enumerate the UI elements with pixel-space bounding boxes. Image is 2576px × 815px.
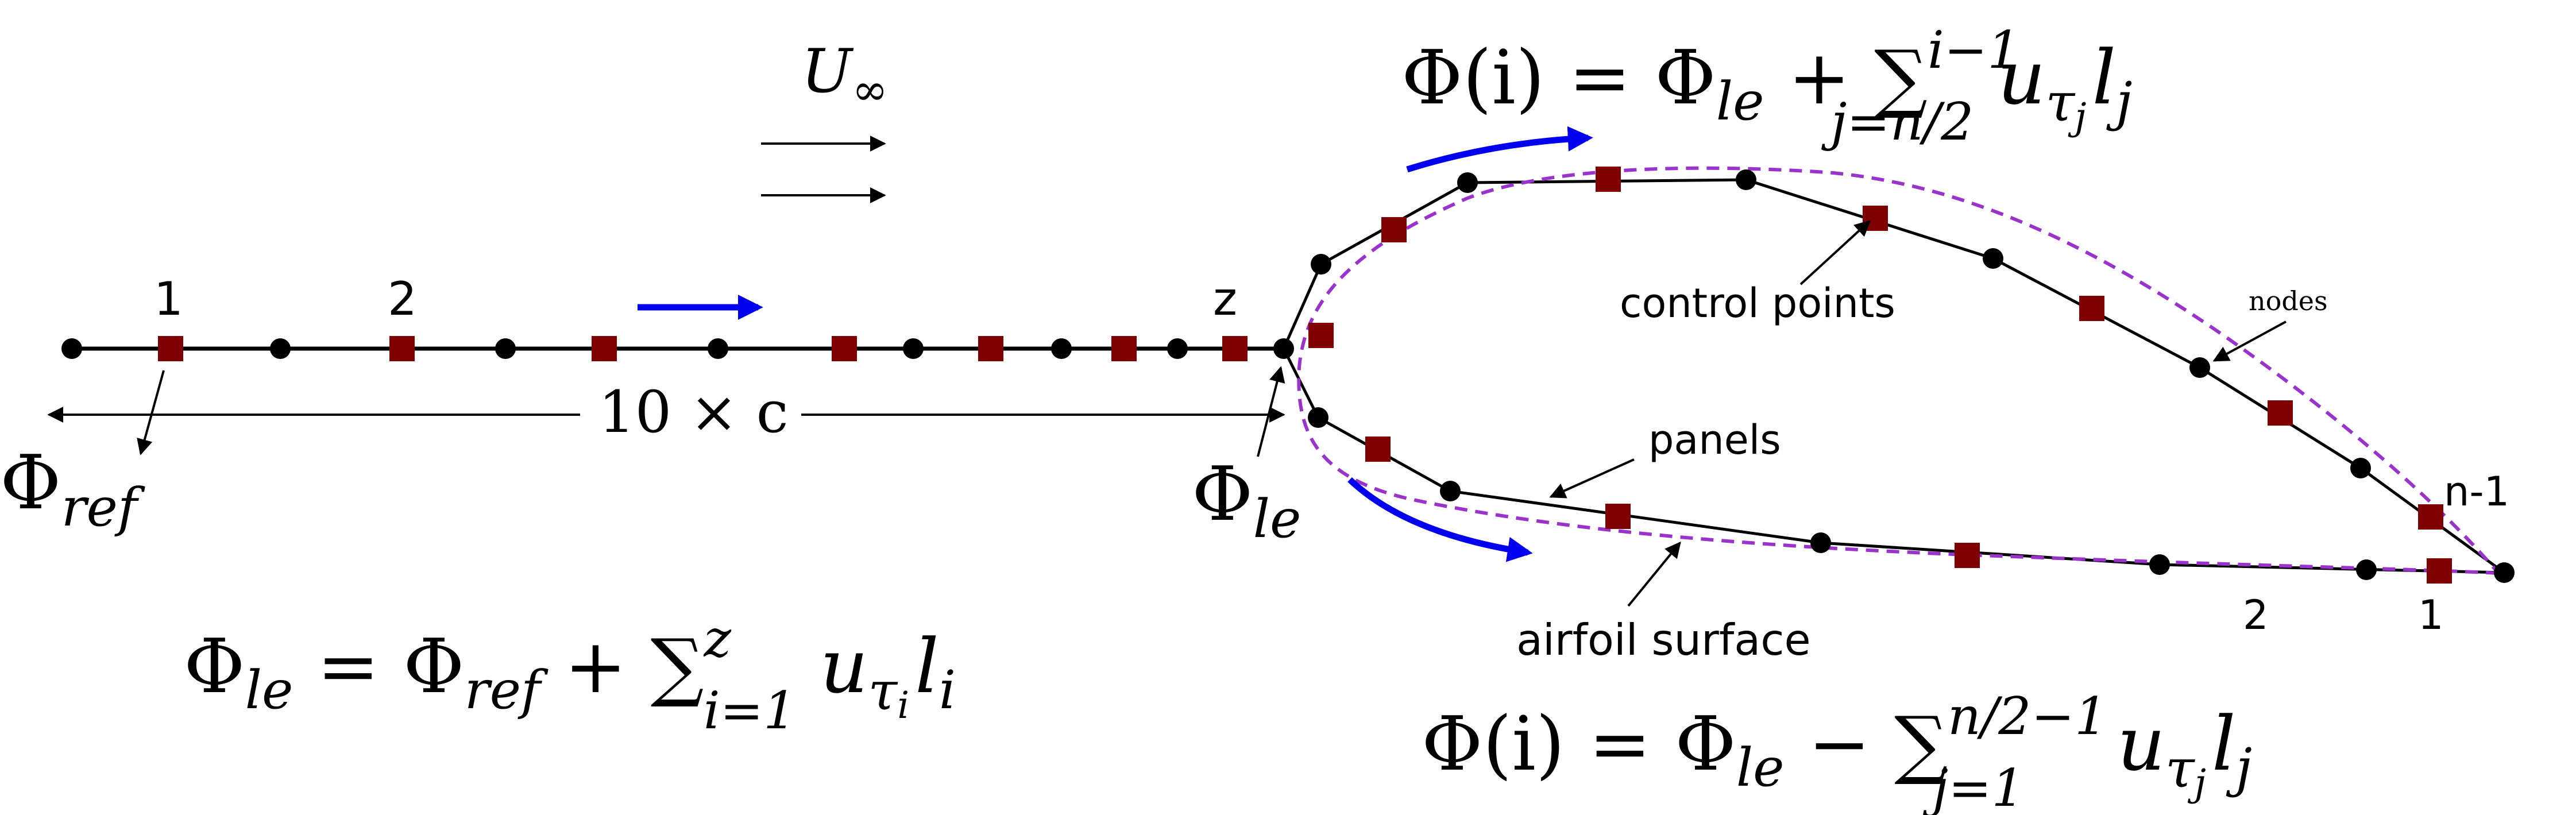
airfoil-surface-label: airfoil surface xyxy=(1516,615,1811,665)
wake-control-point xyxy=(592,336,617,361)
wake-control-points xyxy=(158,336,1248,361)
airfoil-control-point xyxy=(2079,296,2104,321)
phi-ref-pointer xyxy=(137,370,165,455)
wake-node xyxy=(708,338,728,359)
upper-flow-arrow xyxy=(1406,126,1593,173)
airfoil-control-point xyxy=(1605,504,1631,529)
wake-control-point xyxy=(158,336,183,361)
wake-node-label-1: 1 xyxy=(154,272,183,326)
phi-le-label: Φle xyxy=(1192,450,1301,550)
wake-node xyxy=(1051,338,1072,359)
control-points-pointer xyxy=(1799,220,1871,285)
airfoil-node xyxy=(2494,562,2515,583)
wake-node xyxy=(270,338,291,359)
lower-flow-arrow xyxy=(1347,477,1533,562)
airfoil-control-point xyxy=(1308,323,1334,348)
airfoil-node xyxy=(1810,532,1831,553)
wake-control-point xyxy=(832,336,857,361)
panels-label: panels xyxy=(1648,416,1781,463)
airfoil-nodes xyxy=(1308,169,2515,583)
wake-control-point xyxy=(1111,336,1137,361)
airfoil-node xyxy=(1308,407,1328,428)
phi-le-pointer xyxy=(1257,366,1285,457)
te-lower-label-1: 1 xyxy=(2418,592,2444,639)
airfoil-surface-dashed xyxy=(1297,166,2502,575)
airfoil-node xyxy=(2356,559,2377,580)
airfoil-control-point xyxy=(2418,504,2443,530)
phi-ref-label: Φref xyxy=(0,439,145,538)
airfoil-panels xyxy=(1282,178,2509,574)
wake-control-point xyxy=(978,336,1003,361)
wake-control-point xyxy=(389,336,415,361)
airfoil-control-point xyxy=(1596,167,1621,192)
control-points-label: control points xyxy=(1620,280,1895,327)
airfoil-control-point xyxy=(1381,217,1407,242)
wake-node xyxy=(61,338,82,359)
airfoil-node xyxy=(2189,357,2210,378)
airfoil-node xyxy=(1440,481,1461,501)
freestream-label: U∞ xyxy=(801,36,888,115)
te-lower-label-2: 2 xyxy=(2243,592,2269,639)
wake-node-label-2: 2 xyxy=(388,272,417,326)
wake-node xyxy=(903,338,924,359)
airfoil-node xyxy=(2149,554,2170,575)
nodes-label: nodes xyxy=(2249,285,2328,316)
airfoil-control-point xyxy=(2427,558,2452,584)
wake-node xyxy=(495,338,516,359)
airfoil-control-point xyxy=(1955,543,1980,568)
wake-control-point xyxy=(1222,336,1248,361)
panels-pointer xyxy=(1549,458,1635,499)
wake-nodes xyxy=(61,338,1294,359)
airfoil-control-point xyxy=(1863,206,1888,231)
te-upper-label: n-1 xyxy=(2444,468,2509,515)
wake-node-label-z: z xyxy=(1213,272,1237,326)
airfoil-surface-pointer xyxy=(1627,541,1681,607)
airfoil-control-points xyxy=(1308,167,2452,584)
wake-node xyxy=(1273,338,1294,359)
wake-node xyxy=(1167,338,1188,359)
airfoil-node xyxy=(1736,169,1756,190)
airfoil-node xyxy=(1311,254,1331,275)
airfoil-node xyxy=(1983,248,2003,269)
airfoil-node xyxy=(1457,172,1478,193)
airfoil-control-point xyxy=(1365,437,1391,462)
nodes-pointer xyxy=(2212,320,2287,362)
wake-length-label: 10 × c xyxy=(598,378,789,446)
airfoil-node xyxy=(2350,458,2371,478)
airfoil-control-point xyxy=(2268,400,2293,426)
